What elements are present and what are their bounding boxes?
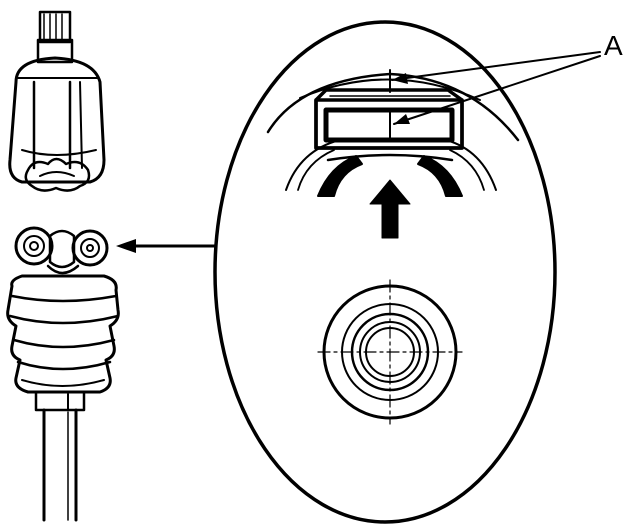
guide-rails <box>317 153 463 197</box>
joint-housing <box>8 10 106 192</box>
direction-arrow-up <box>369 179 411 239</box>
callout-label-a: A <box>604 30 623 61</box>
callout-leaders <box>391 51 601 125</box>
detail-leader-arrow <box>116 239 218 253</box>
center-bore <box>317 279 463 425</box>
joint-boot <box>6 274 120 394</box>
detail-view-oval <box>213 20 557 524</box>
axle-shaft <box>34 390 86 522</box>
tripod-spider <box>14 226 109 275</box>
